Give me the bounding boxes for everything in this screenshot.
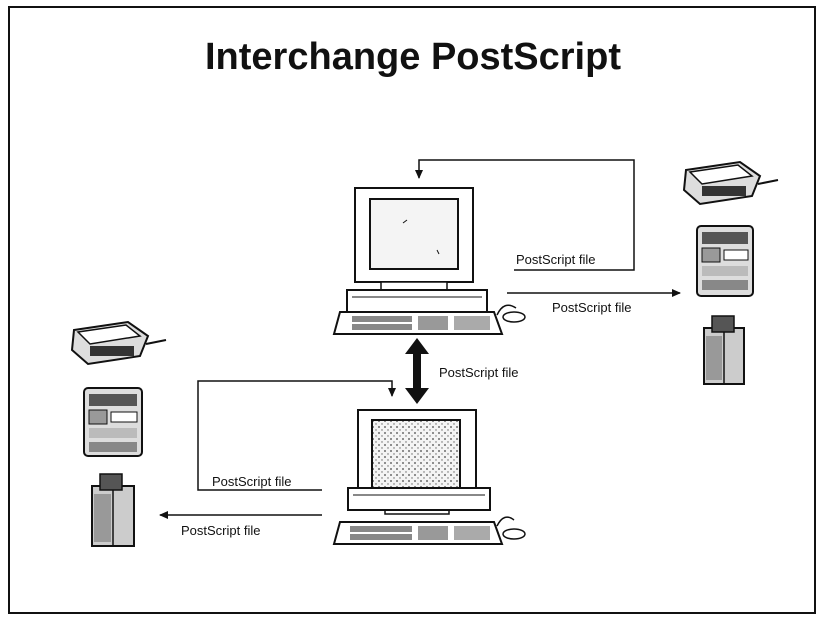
bottom-out-label: PostScript file xyxy=(181,523,261,538)
top-loop-label: PostScript file xyxy=(516,252,596,267)
top-loop-arrow xyxy=(415,159,635,271)
left-printer-icon xyxy=(70,320,167,366)
bottom-computer-icon xyxy=(332,409,526,545)
bottom-loop-arrow xyxy=(197,380,396,491)
top-out-label: PostScript file xyxy=(552,300,632,315)
exchange-double-arrow xyxy=(405,338,429,404)
exchange-label: PostScript file xyxy=(439,365,519,380)
bottom-loop-label: PostScript file xyxy=(212,474,292,489)
top-computer-icon xyxy=(332,187,526,335)
slide-title: Interchange PostScript xyxy=(205,36,621,78)
left-storage-icon xyxy=(91,473,135,547)
right-typesetter-icon xyxy=(696,225,754,297)
left-typesetter-icon xyxy=(83,387,143,457)
right-storage-icon xyxy=(703,315,745,385)
right-printer-icon xyxy=(682,160,779,206)
